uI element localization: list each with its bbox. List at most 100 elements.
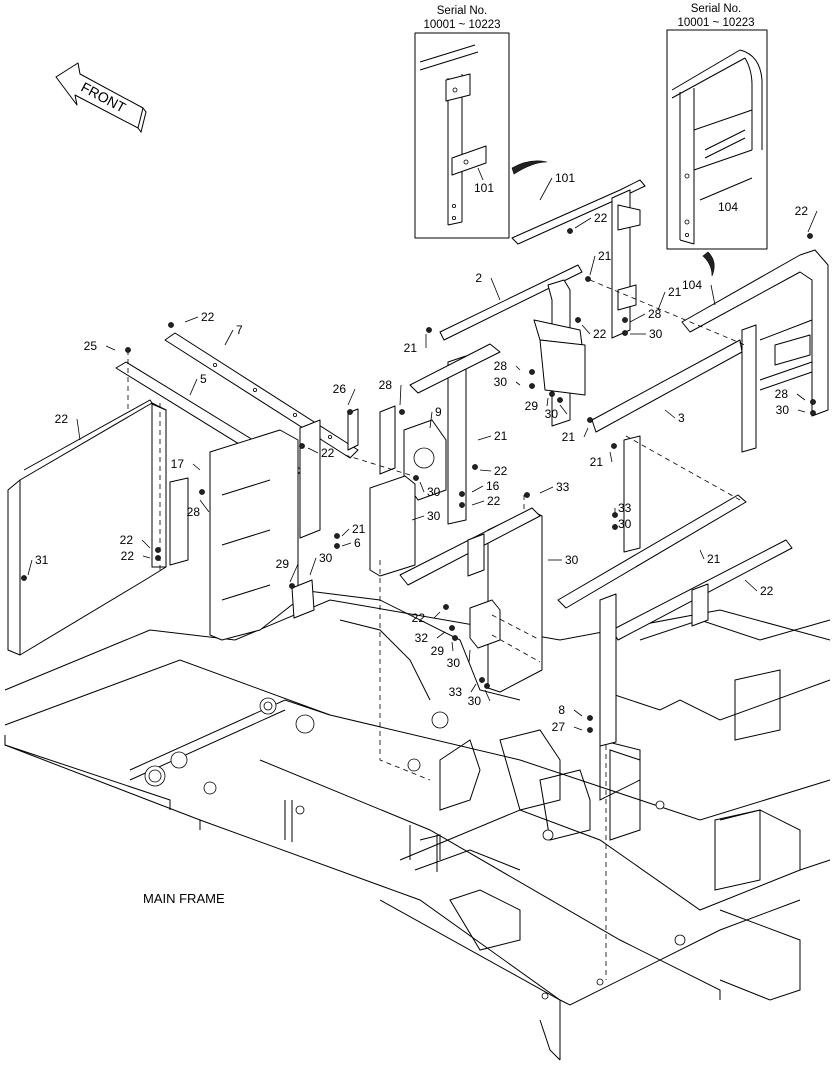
- front-arrow: FRONT: [55, 62, 147, 134]
- inset-serial-range: 10001 ~ 10223: [677, 17, 754, 29]
- callout-leader: [797, 409, 806, 413]
- callout-label: 30: [468, 694, 482, 708]
- callout-28: 28: [379, 378, 405, 415]
- callout-leader: [184, 316, 199, 323]
- callout-21: 21: [477, 429, 508, 443]
- callout-3: 3: [664, 409, 685, 425]
- callout-leader: [490, 277, 501, 301]
- callout-leader: [629, 313, 646, 323]
- bolt-icon: [585, 276, 591, 282]
- bolt-icon: [299, 443, 305, 449]
- callout-leader: [559, 404, 568, 415]
- inset-frame-drawing: [419, 44, 487, 226]
- callout-leader: [479, 469, 492, 472]
- callout-30: 30: [494, 375, 535, 389]
- callout-22: 22: [168, 310, 215, 328]
- callout-leader: [105, 345, 116, 351]
- part-17-panel: [369, 475, 416, 577]
- callout-104: 104: [682, 278, 716, 306]
- callout-label: 21: [562, 430, 576, 444]
- bolt-icon: [807, 233, 813, 239]
- callout-leader: [451, 641, 454, 652]
- callout-label: 22: [494, 464, 508, 478]
- bolt-icon: [575, 317, 581, 323]
- bolt-icon: [611, 443, 617, 449]
- callout-22: 22: [744, 579, 774, 598]
- bolt-icon: [549, 391, 555, 397]
- callout-21: 21: [590, 443, 617, 469]
- callout-7: 7: [224, 323, 243, 346]
- callout-29: 29: [431, 635, 458, 658]
- callout-labels: 1012221222211042128302228302930213283021…: [21, 171, 818, 734]
- callout-leader: [477, 435, 492, 441]
- callout-leader: [539, 177, 553, 201]
- bolt-icon: [622, 317, 628, 323]
- bolt-icon: [21, 575, 27, 581]
- inset-serial-title: Serial No.: [437, 5, 488, 17]
- callout-leader: [744, 579, 758, 592]
- callout-28: 28: [622, 307, 662, 323]
- callout-2: 2: [475, 271, 501, 301]
- callout-30: 30: [548, 553, 579, 567]
- callout-30: 30: [612, 517, 632, 531]
- callout-22: 22: [299, 443, 335, 460]
- callout-label: 25: [84, 339, 98, 353]
- part-101-beam: [511, 179, 646, 245]
- bolt-icon: [334, 533, 340, 539]
- callout-21: 21: [699, 549, 721, 566]
- callout-21: 21: [334, 522, 366, 539]
- callout-leader: [484, 689, 491, 702]
- callout-label: 30: [565, 553, 579, 567]
- callout-21: 21: [404, 327, 432, 355]
- inset-box: [666, 29, 768, 250]
- callout-30: 30: [447, 649, 471, 670]
- callout-label: 30: [319, 551, 333, 565]
- callout-leader: [141, 539, 151, 549]
- callout-leader: [289, 563, 299, 583]
- callout-label: 3: [678, 411, 685, 425]
- callout-label: 26: [333, 382, 347, 396]
- callout-label: 28: [648, 307, 662, 321]
- callout-30: 30: [545, 397, 568, 421]
- callout-25: 25: [84, 339, 131, 353]
- bolt-icon: [459, 491, 465, 497]
- bolt-icon: [557, 397, 563, 403]
- callout-leader: [341, 528, 350, 537]
- callout-leader: [796, 393, 806, 401]
- callout-label: 30: [447, 656, 461, 670]
- part-31-plate: [291, 579, 315, 619]
- bolt-icon: [426, 327, 432, 333]
- callout-leader: [471, 500, 485, 506]
- callout-leader: [436, 631, 446, 639]
- callout-label: 28: [775, 387, 789, 401]
- callout-label: 33: [449, 685, 463, 699]
- callout-29: 29: [525, 391, 555, 413]
- inset-frame-drawing: [671, 49, 763, 245]
- bolt-icon: [524, 492, 530, 498]
- callout-leader: [807, 210, 818, 233]
- callout-leader: [573, 726, 583, 731]
- callout-leader: [583, 427, 589, 438]
- callout-label: 30: [776, 403, 790, 417]
- callout-29: 29: [276, 557, 299, 589]
- callout-label: 22: [487, 494, 501, 508]
- bolt-icon: [472, 464, 478, 470]
- callout-label: 27: [552, 720, 566, 734]
- callout-label: 22: [321, 446, 335, 460]
- callout-5: 5: [189, 372, 207, 396]
- callout-leader: [224, 329, 234, 346]
- inset-serial-range: 10001 ~ 10223: [423, 19, 500, 31]
- callout-leader: [419, 481, 425, 493]
- callout-label: 6: [354, 536, 361, 550]
- callout-leader: [573, 709, 583, 717]
- callout-30: 30: [622, 327, 663, 341]
- callout-label: 9: [435, 405, 442, 419]
- bolt-icon: [443, 604, 449, 610]
- callout-label: 29: [276, 557, 290, 571]
- callout-22: 22: [575, 317, 607, 341]
- callout-leader: [429, 411, 433, 429]
- callout-leader: [574, 217, 592, 229]
- callout-label: 22: [121, 549, 135, 563]
- bolt-icon: [587, 715, 593, 721]
- bolt-icon: [155, 547, 161, 553]
